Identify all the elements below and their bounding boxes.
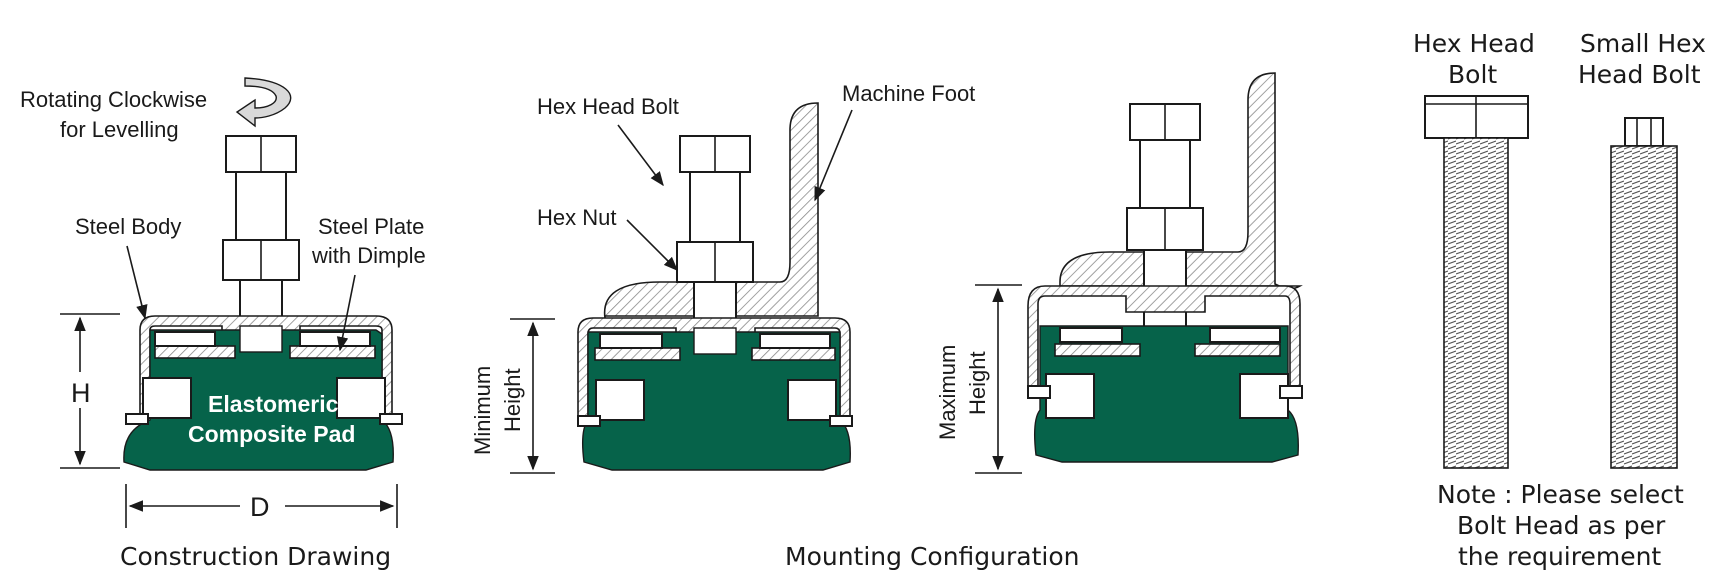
mounting-caption: Mounting Configuration (785, 542, 1080, 571)
note-line-3: the requirement (1458, 542, 1661, 571)
rotate-label-line-1: Rotating Clockwise (20, 87, 207, 112)
bolt-shank (235, 171, 287, 241)
hex-head-bolt-label: Hex Head Bolt (537, 94, 679, 119)
dim-h-label: H (71, 378, 91, 408)
rotate-label-line-2: for Levelling (60, 117, 179, 142)
pad-label-line-2: Composite Pad (188, 421, 355, 447)
min-height-label-line-1: Minimum (470, 366, 495, 455)
dim-d-label: D (250, 492, 270, 522)
mounting-minimum: Hex Head Bolt Machine Foot Hex Nut Minim… (470, 81, 975, 474)
pad-label-line-1: Elastomeric (208, 391, 339, 417)
min-height-label-line-2: Height (500, 368, 525, 432)
hex-head-bolt-title-line-2: Bolt (1448, 60, 1497, 89)
machine-foot-label: Machine Foot (842, 81, 975, 106)
max-height-label-line-1: Maximum (935, 345, 960, 440)
note-line-2: Bolt Head as per (1457, 511, 1666, 540)
note-line-1: Note : Please select (1437, 480, 1684, 509)
mounting-maximum: Maximum Height (935, 72, 1303, 474)
rotate-arrow-icon (235, 77, 292, 128)
hex-nut-label: Hex Nut (537, 205, 616, 230)
machine-foot-min (603, 102, 819, 319)
max-height-label-line-2: Height (965, 351, 990, 415)
construction-drawing: Rotating Clockwise for Levelling Elastom… (20, 77, 426, 571)
hex-head-bolt-title-line-1: Hex Head (1413, 29, 1535, 58)
small-hex-bolt-title-line-1: Small Hex (1580, 29, 1706, 58)
small-hex-bolt-head (1624, 117, 1664, 147)
construction-caption: Construction Drawing (120, 542, 391, 571)
steel-plate-label-line-2: with Dimple (311, 243, 426, 268)
steel-body-label: Steel Body (75, 214, 181, 239)
steel-plate-label-line-1: Steel Plate (318, 214, 424, 239)
small-hex-bolt-thread (1610, 145, 1678, 469)
small-hex-bolt-title-line-2: Head Bolt (1578, 60, 1701, 89)
bolt-options: Hex Head Bolt Small Hex Head Bolt Note :… (1413, 29, 1706, 571)
hex-head-bolt-thread (1443, 137, 1509, 469)
